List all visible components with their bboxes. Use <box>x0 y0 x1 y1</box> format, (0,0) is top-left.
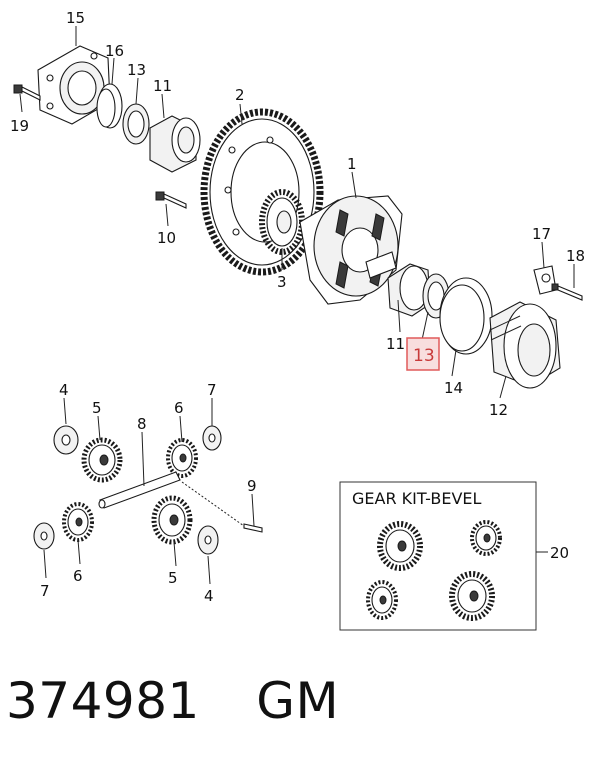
kit-box: GEAR KIT-BEVEL <box>339 481 537 631</box>
highlight-box <box>406 337 440 371</box>
bearing <box>149 115 201 173</box>
callout-17: 17 <box>532 225 551 243</box>
bearing-housing <box>489 301 561 389</box>
flange-housing <box>37 45 111 125</box>
callout-7: 7 <box>40 582 50 600</box>
shim <box>122 103 150 145</box>
callout-16: 16 <box>105 42 124 60</box>
pinion-gear <box>81 437 123 483</box>
thrust-washer <box>197 525 219 555</box>
leader-lines <box>19 26 575 585</box>
bolt <box>155 191 187 209</box>
side-gear <box>62 502 94 542</box>
brand-name: GM <box>256 672 340 730</box>
callout-7: 7 <box>207 381 217 399</box>
side-gear <box>166 438 198 478</box>
callout-1: 1 <box>347 155 357 173</box>
callout-12: 12 <box>489 401 508 419</box>
side-gear <box>366 580 398 620</box>
differential-case <box>299 195 403 305</box>
footer: 374981 GM <box>6 672 339 730</box>
callout-20: 20 <box>550 544 569 562</box>
callout-6: 6 <box>73 567 83 585</box>
kit-box-title: GEAR KIT-BEVEL <box>352 489 482 508</box>
pinion-gear <box>377 521 423 571</box>
bolt <box>551 283 583 301</box>
callout-3: 3 <box>277 273 287 291</box>
callout-13: 13 <box>127 61 146 79</box>
lock-pin <box>243 523 263 533</box>
callout-2: 2 <box>235 86 245 104</box>
callout-4: 4 <box>59 381 69 399</box>
callout-14: 14 <box>444 379 463 397</box>
callout-5: 5 <box>92 399 102 417</box>
pinion-gear <box>449 571 495 621</box>
pinion-gear <box>151 495 193 545</box>
callout-15: 15 <box>66 9 85 27</box>
callout-9: 9 <box>247 477 257 495</box>
callout-4: 4 <box>204 587 214 605</box>
thrust-washer <box>33 522 55 550</box>
pinion-shaft <box>98 471 181 509</box>
thrust-washer <box>202 425 222 451</box>
ring-gear <box>200 108 324 276</box>
callout-8: 8 <box>137 415 147 433</box>
callout-11: 11 <box>386 335 405 353</box>
callout-6: 6 <box>174 399 184 417</box>
callout-10: 10 <box>157 229 176 247</box>
callout-11: 11 <box>153 77 172 95</box>
bolt <box>13 84 41 101</box>
thrust-washer <box>53 425 79 455</box>
callout-labels: 15 16 13 11 2 1 19 10 3 11 13 14 12 17 1… <box>10 9 585 605</box>
side-gear <box>470 520 502 556</box>
callout-13-highlighted: 13 <box>413 346 435 366</box>
callout-19: 19 <box>10 117 29 135</box>
part-number: 374981 <box>6 672 200 730</box>
callout-18: 18 <box>566 247 585 265</box>
callout-5: 5 <box>168 569 178 587</box>
